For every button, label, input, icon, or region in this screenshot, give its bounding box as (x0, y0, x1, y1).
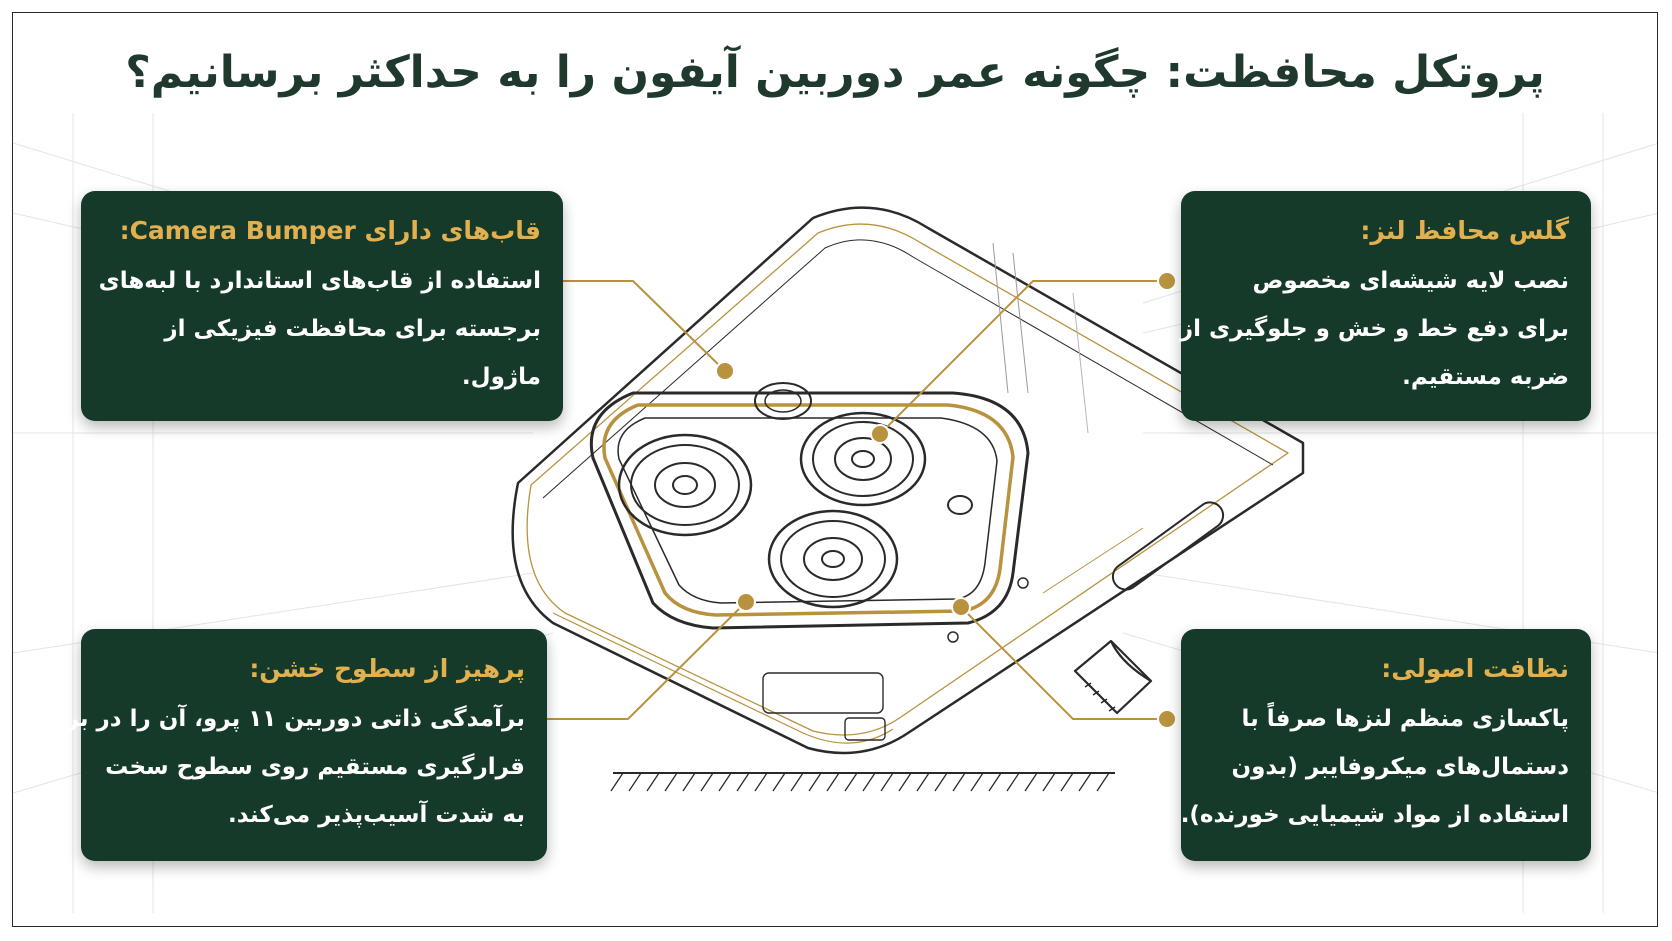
camera-bumper-heading-suffix: : (119, 216, 130, 245)
rough-surfaces-line-3: به شدت آسیب‌پذیر می‌کند. (227, 802, 525, 828)
cleaning-line-1: پاکسازی منظم لنزها صرفاً با (1241, 706, 1569, 732)
lens-glass-line-3: ضربه مستقیم. (1402, 364, 1569, 390)
lens-glass-line-1: نصب لایه شیشه‌ای مخصوص (1252, 268, 1569, 294)
camera-bumper-body: استفاده از قاب‌های استاندارد با لبه‌های … (98, 257, 541, 401)
rough-surfaces-card: پرهیز از سطوح خشن: برآمدگی ذاتی دوربین ۱… (34, 629, 547, 861)
rough-surfaces-line-1: برآمدگی ذاتی دوربین ۱۱ پرو، آن را در برا… (34, 706, 525, 732)
rough-surfaces-body: برآمدگی ذاتی دوربین ۱۱ پرو، آن را در برا… (34, 695, 525, 839)
lens-glass-line-2: برای دفع خط و خش و جلوگیری از (1179, 316, 1569, 342)
camera-bumper-heading: قاب‌های دارای Camera Bumper: (103, 211, 541, 251)
lens-glass-body: نصب لایه شیشه‌ای مخصوص برای دفع خط و خش … (1179, 257, 1569, 401)
camera-bumper-line-1: استفاده از قاب‌های استاندارد با لبه‌های (98, 268, 541, 294)
camera-bumper-heading-en: Camera Bumper (129, 216, 356, 245)
cleaning-card: نظافت اصولی: پاکسازی منظم لنزها صرفاً با… (1181, 629, 1591, 861)
ground-surface (610, 772, 1115, 792)
rough-surfaces-line-2: قرارگیری مستقیم روی سطوح سخت (105, 754, 525, 780)
rough-surfaces-heading: پرهیز از سطوح خشن: (249, 654, 525, 683)
camera-bumper-line-2: برجسته برای محافظت فیزیکی از (164, 316, 541, 342)
iphone-camera-module-icon (511, 206, 1305, 755)
lens-glass-heading: گلس محافظ لنز: (1360, 216, 1569, 245)
camera-bumper-line-3: ماژول. (461, 364, 541, 390)
connector-lines (535, 280, 1167, 720)
lens-glass-card: گلس محافظ لنز: نصب لایه شیشه‌ای مخصوص بر… (1179, 191, 1591, 421)
camera-bumper-card: قاب‌های دارای Camera Bumper: استفاده از … (81, 191, 563, 421)
infographic-frame: پروتکل محافظت: چگونه عمر دوربین آیفون را… (12, 12, 1658, 927)
cleaning-body: پاکسازی منظم لنزها صرفاً با دستمال‌های م… (1180, 695, 1570, 839)
camera-bumper-heading-fa: قاب‌های دارای (364, 216, 542, 245)
microfiber-cloth-icon (1073, 639, 1153, 715)
cleaning-line-2: دستمال‌های میکروفایبر (بدون (1231, 754, 1570, 780)
cleaning-line-3: استفاده از مواد شیمیایی خورنده). (1180, 802, 1569, 828)
cleaning-heading: نظافت اصولی: (1381, 654, 1569, 683)
page-title: پروتکل محافظت: چگونه عمر دوربین آیفون را… (125, 47, 1545, 98)
